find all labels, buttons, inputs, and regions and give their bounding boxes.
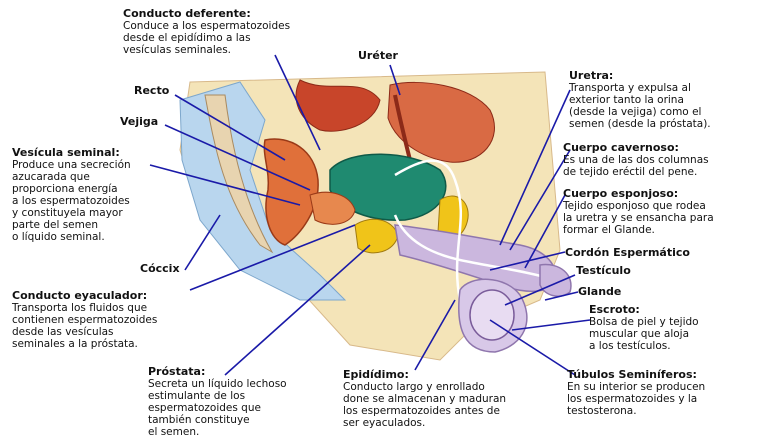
label-testiculo: Testículo — [576, 265, 631, 277]
label-escroto: Escroto: Bolsa de piel y tejido muscular… — [589, 304, 699, 352]
uretra-desc: Transporta y expulsa al exterior tanto l… — [569, 82, 711, 130]
label-recto: Recto — [134, 85, 169, 97]
label-vejiga: Vejiga — [120, 116, 158, 128]
label-glande: Glande — [578, 286, 621, 298]
cuerpo-cavernoso-title: Cuerpo cavernoso: — [563, 142, 709, 154]
conducto-eyaculador-title: Conducto eyaculador: — [12, 290, 157, 302]
testiculo-title: Testículo — [576, 264, 631, 277]
label-epididimo: Epidídimo: Conducto largo y enrollado do… — [343, 369, 506, 429]
cordon-espermatico-title: Cordón Espermático — [565, 246, 690, 259]
label-cuerpo-cavernoso: Cuerpo cavernoso: Es una de las dos colu… — [563, 142, 709, 178]
recto-title: Recto — [134, 84, 169, 97]
coccix-title: Cóccix — [140, 262, 180, 275]
ureter-title: Uréter — [358, 49, 398, 62]
vesicula-seminal-title: Vesícula seminal: — [12, 147, 131, 159]
prostata-desc: Secreta un líquido lechoso estimulante d… — [148, 378, 287, 438]
conducto-deferente-title: Conducto deferente: — [123, 8, 290, 20]
label-conducto-deferente: Conducto deferente: Conduce a los esperm… — [123, 8, 290, 56]
vesicula-seminal-desc: Produce una secreción azucarada que prop… — [12, 159, 131, 243]
glande-title: Glande — [578, 285, 621, 298]
label-uretra: Uretra: Transporta y expulsa al exterior… — [569, 70, 711, 130]
label-conducto-eyaculador: Conducto eyaculador: Transporta los flui… — [12, 290, 157, 350]
tubulos-seminiferos-desc: En su interior se producen los espermato… — [567, 381, 705, 417]
tubulos-seminiferos-title: Túbulos Seminíferos: — [567, 369, 705, 381]
cuerpo-cavernoso-desc: Es una de las dos columnas de tejido eré… — [563, 154, 709, 178]
cuerpo-esponjoso-title: Cuerpo esponjoso: — [563, 188, 714, 200]
conducto-deferente-desc: Conduce a los espermatozoides desde el e… — [123, 20, 290, 56]
conducto-eyaculador-desc: Transporta los fluidos que contienen esp… — [12, 302, 157, 350]
vejiga-title: Vejiga — [120, 115, 158, 128]
cuerpo-esponjoso-desc: Tejido esponjoso que rodea la uretra y s… — [563, 200, 714, 236]
label-prostata: Próstata: Secreta un líquido lechoso est… — [148, 366, 287, 438]
label-coccix: Cóccix — [140, 263, 180, 275]
testicle-organ — [470, 290, 514, 340]
epididimo-desc: Conducto largo y enrollado done se almac… — [343, 381, 506, 429]
escroto-title: Escroto: — [589, 304, 699, 316]
prostata-title: Próstata: — [148, 366, 287, 378]
glans-organ — [540, 265, 571, 297]
label-vesicula-seminal: Vesícula seminal: Produce una secreción … — [12, 147, 131, 243]
label-cuerpo-esponjoso: Cuerpo esponjoso: Tejido esponjoso que r… — [563, 188, 714, 236]
escroto-desc: Bolsa de piel y tejido muscular que aloj… — [589, 316, 699, 352]
uretra-title: Uretra: — [569, 70, 711, 82]
label-cordon-espermatico: Cordón Espermático — [565, 247, 690, 259]
epididimo-title: Epidídimo: — [343, 369, 506, 381]
label-ureter: Uréter — [358, 50, 398, 62]
label-tubulos-seminiferos: Túbulos Seminíferos: En su interior se p… — [567, 369, 705, 417]
